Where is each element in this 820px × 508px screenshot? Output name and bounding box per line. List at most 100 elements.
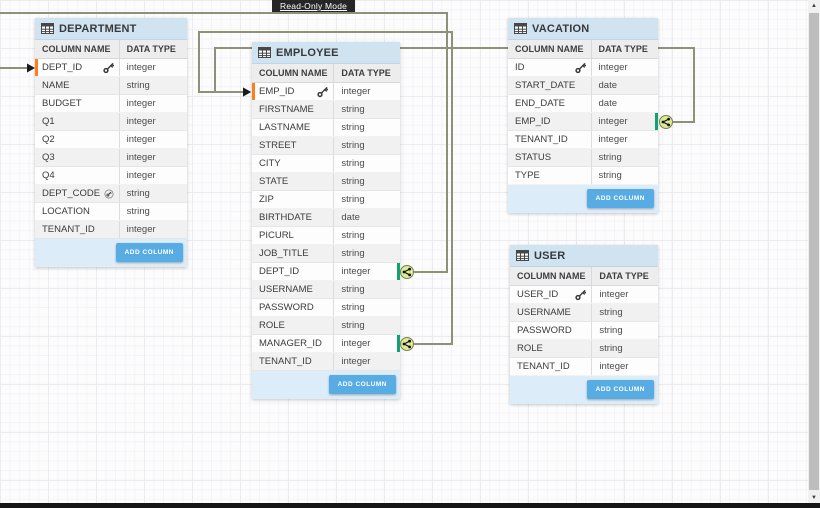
- bottom-edge-bar: [0, 503, 820, 508]
- column-type: date: [333, 209, 400, 226]
- column-name: Q3: [42, 152, 55, 163]
- column-type: string: [333, 137, 400, 154]
- column-type: integer: [118, 131, 187, 148]
- column-name: Q2: [42, 134, 55, 145]
- pk-anchor-bar: [252, 83, 255, 100]
- column-name: NAME: [42, 80, 70, 91]
- vertical-scrollbar-thumb[interactable]: [809, 13, 819, 490]
- column-name: EMP_ID: [515, 116, 551, 127]
- data-type-header: DATA TYPE: [591, 267, 658, 285]
- column-name: BUDGET: [42, 98, 82, 109]
- column-row-username[interactable]: USERNAME string: [252, 281, 400, 299]
- add-column-button[interactable]: ADD COLUMN: [586, 189, 654, 208]
- pk-anchor-bar: [35, 59, 38, 76]
- column-type: string: [590, 149, 659, 166]
- table-header-vacation[interactable]: VACATION: [508, 18, 658, 40]
- scroll-down-icon[interactable]: ▼: [811, 495, 817, 501]
- column-row-status[interactable]: STATUS string: [508, 149, 658, 167]
- column-name: STREET: [259, 140, 297, 151]
- column-name: USERNAME: [259, 284, 313, 295]
- column-type: string: [333, 155, 400, 172]
- column-row-dept_id[interactable]: DEPT_ID integer: [35, 59, 187, 77]
- column-name: TENANT_ID: [259, 356, 312, 367]
- add-column-button[interactable]: ADD COLUMN: [328, 375, 396, 394]
- column-row-password[interactable]: PASSWORD string: [510, 322, 658, 340]
- read-only-mode-badge: Read-Only Mode: [272, 0, 356, 12]
- column-type: string: [591, 322, 658, 339]
- column-type: integer: [118, 113, 187, 130]
- column-name: USER_ID: [517, 289, 559, 300]
- column-type: string: [118, 77, 187, 94]
- column-name: STATUS: [515, 152, 552, 163]
- column-name: TENANT_ID: [517, 361, 570, 372]
- column-type: string: [333, 227, 400, 244]
- table-footer: ADD COLUMN: [35, 239, 187, 267]
- column-type: integer: [118, 59, 187, 76]
- table-header-employee[interactable]: EMPLOYEE: [252, 42, 400, 64]
- column-type: string: [591, 304, 658, 321]
- column-name: DEPT_ID: [259, 266, 300, 277]
- column-type: integer: [591, 358, 658, 375]
- column-row-name[interactable]: NAME string: [35, 77, 187, 95]
- add-column-button[interactable]: ADD COLUMN: [115, 243, 183, 262]
- column-type: string: [591, 340, 658, 357]
- column-type: string: [333, 281, 400, 298]
- column-name: DEPT_ID: [42, 62, 83, 73]
- column-row-street[interactable]: STREET string: [252, 137, 400, 155]
- column-row-q2[interactable]: Q2 integer: [35, 131, 187, 149]
- column-name: PASSWORD: [517, 325, 572, 336]
- column-name: START_DATE: [515, 80, 576, 91]
- column-type: string: [333, 245, 400, 262]
- fk-anchor-bar: [397, 263, 400, 280]
- table-footer: ADD COLUMN: [508, 185, 658, 213]
- column-name-header: COLUMN NAME: [42, 44, 111, 54]
- column-name: PASSWORD: [259, 302, 314, 313]
- fk-anchor-bar: [655, 113, 658, 130]
- column-row-tenant_id[interactable]: TENANT_ID integer: [510, 358, 658, 376]
- vertical-scrollbar[interactable]: ▲ ▼: [808, 0, 820, 504]
- column-row-job_title[interactable]: JOB_TITLE string: [252, 245, 400, 263]
- column-type: integer: [333, 83, 400, 100]
- add-column-button[interactable]: ADD COLUMN: [586, 380, 654, 399]
- column-type: integer: [333, 335, 400, 352]
- table-header-user[interactable]: USER: [510, 245, 658, 267]
- table-header-department[interactable]: DEPARTMENT: [35, 18, 187, 40]
- scroll-up-icon[interactable]: ▲: [811, 3, 817, 9]
- column-name: TYPE: [515, 170, 540, 181]
- column-name: JOB_TITLE: [259, 248, 309, 259]
